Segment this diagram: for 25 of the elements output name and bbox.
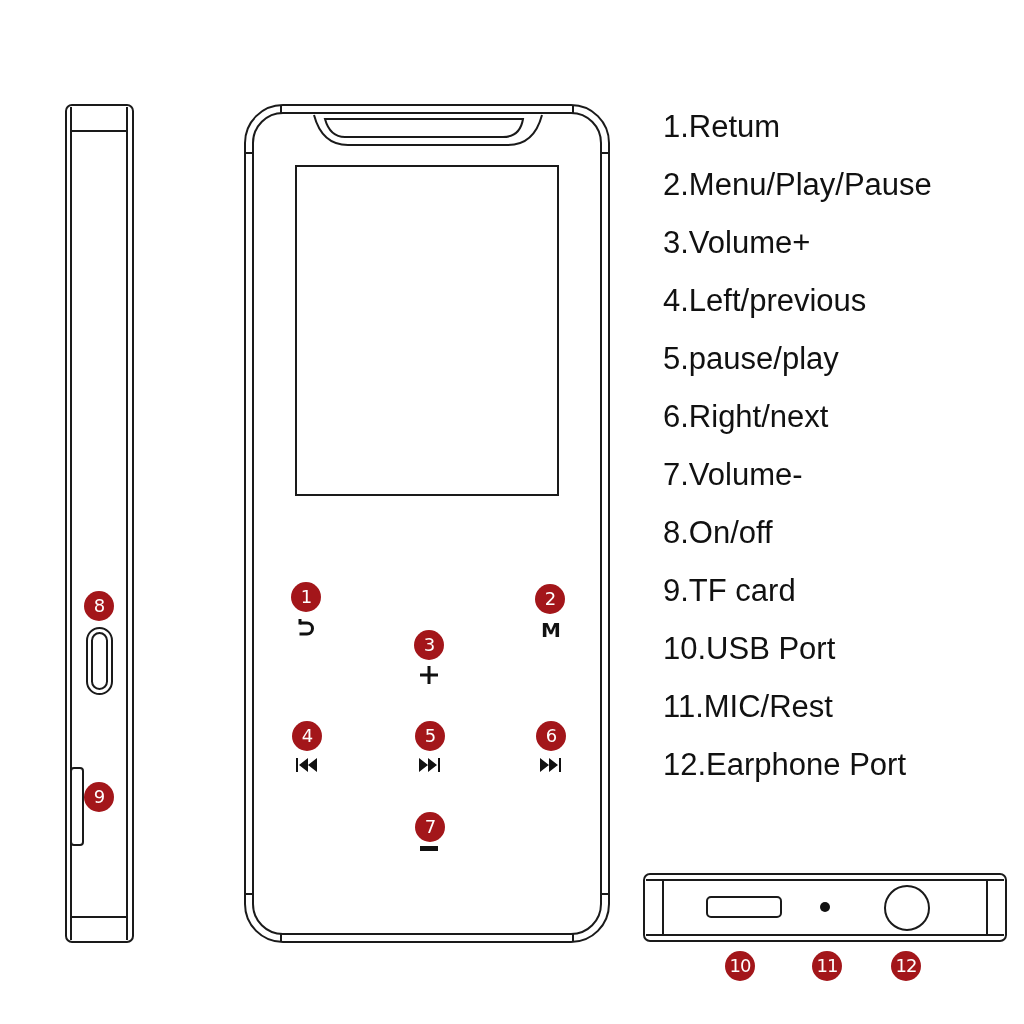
callout-number: 6 [536, 721, 566, 751]
callout-number: 12 [891, 951, 921, 981]
callout-number: 10 [725, 951, 755, 981]
part-description: 8.On/off [663, 515, 773, 551]
callout-number: 8 [84, 591, 114, 621]
part-description: 10.USB Port [663, 631, 836, 667]
part-description: 9.TF card [663, 573, 796, 609]
callout-number: 11 [812, 951, 842, 981]
part-description: 2.Menu/Play/Pause [663, 167, 932, 203]
callout-number: 3 [414, 630, 444, 660]
callout-number: 4 [292, 721, 322, 751]
part-description: 7.Volume- [663, 457, 803, 493]
callout-number: 2 [535, 584, 565, 614]
callout-number: 7 [415, 812, 445, 842]
part-description: 12.Earphone Port [663, 747, 906, 783]
callout-number: 5 [415, 721, 445, 751]
callout-number: 1 [291, 582, 321, 612]
part-description: 1.Retum [663, 109, 781, 145]
part-description: 11.MIC/Rest [663, 689, 833, 725]
key-letter: M [541, 619, 561, 641]
callout-number: 9 [84, 782, 114, 812]
part-description: 3.Volume+ [663, 225, 811, 261]
part-description: 5.pause/play [663, 341, 839, 377]
part-description: 6.Right/next [663, 399, 829, 435]
part-description: 4.Left/previous [663, 283, 867, 319]
